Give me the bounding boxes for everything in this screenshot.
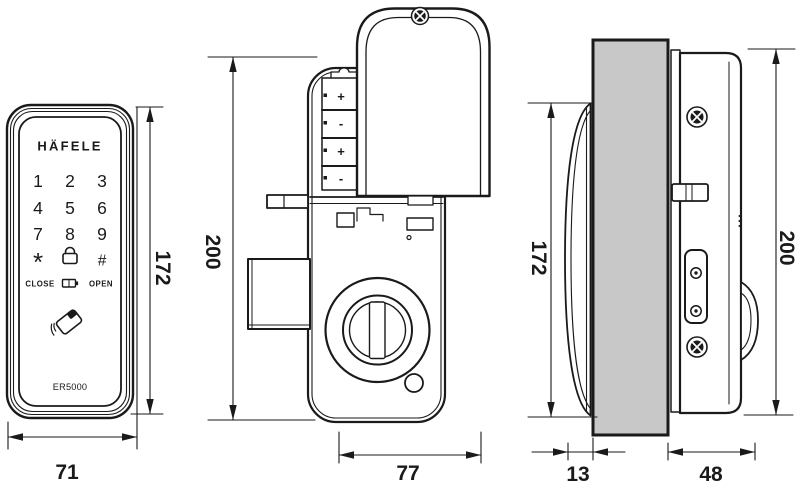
keypad-key-8[interactable]: 8 (65, 224, 75, 244)
brand-logo: HÄFELE (37, 139, 102, 154)
keypad-key-3[interactable]: 3 (97, 171, 107, 191)
front-panel-outline (5, 103, 135, 420)
thumbturn-knob[interactable] (324, 276, 431, 384)
front-face-outline (18, 116, 122, 407)
dim-side-depth-value: 48 (699, 463, 723, 486)
mounting-plate (684, 249, 708, 324)
model-label: ER5000 (53, 382, 87, 392)
door-cross-section (591, 38, 670, 437)
hinge-detail (336, 212, 355, 228)
lock-icon[interactable] (62, 246, 78, 265)
dim-front-width-value: 71 (55, 461, 79, 484)
screw-icon (410, 6, 430, 26)
dim-front-width: 71 (7, 421, 138, 484)
side-view: 172 200 13 48 (527, 38, 798, 486)
card-swipe-icon (50, 309, 83, 336)
open-label: OPEN (89, 280, 113, 289)
dim-exploded-width-value: 77 (396, 462, 419, 485)
battery-polarity-1: + (337, 89, 345, 104)
dim-exploded-height: 200 (201, 56, 318, 421)
dim-side-front-height-value: 172 (527, 240, 550, 275)
dim-side-front-height: 172 (527, 102, 598, 418)
body-detail-slot (406, 217, 434, 231)
screw-icon (686, 336, 708, 358)
front-view: HÄFELE 1 2 3 4 5 6 7 8 9 * # CLOSE OPEN (5, 103, 174, 484)
mounting-backplate (670, 49, 681, 413)
screw-icon (686, 106, 708, 128)
dim-side-front-depth-value: 13 (566, 463, 589, 486)
dim-side-height: 200 (743, 48, 798, 416)
exploded-view: + - + - (201, 6, 491, 485)
deadbolt-tongue (266, 194, 309, 209)
dim-side-front-depth: 13 (531, 437, 626, 486)
battery-polarity-4: - (339, 171, 343, 186)
body-detail-dot (406, 234, 412, 241)
keypad-key-9[interactable]: 9 (97, 224, 107, 244)
rear-unit-profile (670, 49, 759, 415)
close-label: CLOSE (25, 280, 54, 289)
reset-button[interactable] (404, 373, 424, 393)
keypad-key-4[interactable]: 4 (33, 198, 43, 218)
keypad-key-5[interactable]: 5 (65, 198, 75, 218)
dim-exploded-height-value: 200 (201, 234, 224, 269)
battery-icon (61, 278, 79, 288)
keypad-key-1[interactable]: 1 (33, 171, 43, 191)
battery-cover-open[interactable] (355, 6, 491, 206)
keypad: 1 2 3 4 5 6 7 8 9 * # (33, 171, 107, 277)
dim-exploded-width: 77 (338, 431, 482, 485)
thumbturn-side-bulge (740, 281, 759, 361)
dim-side-depth: 48 (667, 442, 756, 486)
rear-housing (678, 51, 743, 415)
bolt-side (671, 183, 709, 202)
battery-polarity-3: + (337, 144, 345, 159)
dim-front-height: 172 (130, 106, 174, 450)
battery-polarity-2: - (339, 116, 343, 131)
front-unit-profile (564, 102, 592, 417)
keypad-key-hash[interactable]: # (98, 253, 107, 270)
cover-hinge-notch (356, 207, 384, 222)
deadbolt-housing (247, 258, 311, 330)
keypad-key-6[interactable]: 6 (97, 198, 107, 218)
keypad-key-2[interactable]: 2 (65, 171, 75, 191)
dim-front-height-value: 172 (151, 250, 174, 285)
keypad-key-7[interactable]: 7 (33, 224, 43, 244)
dim-side-height-value: 200 (775, 230, 798, 265)
keypad-key-star[interactable]: * (33, 247, 43, 277)
